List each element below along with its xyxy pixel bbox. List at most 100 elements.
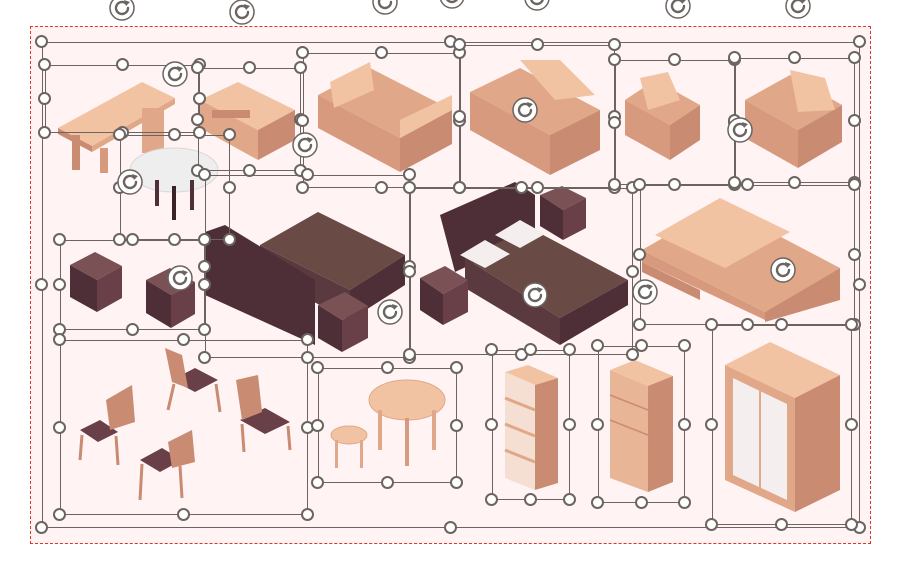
sofa-large-resize-handle-top[interactable] — [374, 46, 388, 59]
tv-stand-resize-handle-top-left[interactable] — [191, 61, 204, 74]
armchair-left-resize-handle-bottom[interactable] — [668, 178, 681, 191]
rotate-handle-icon[interactable] — [377, 299, 403, 325]
armchair-left-resize-handle-bottom-left[interactable] — [608, 178, 621, 191]
desk-resize-handle-bottom-right[interactable] — [193, 126, 206, 139]
armchair-left-resize-handle-top-left[interactable] — [608, 53, 621, 66]
sofa-large-bounding-box[interactable] — [303, 53, 460, 188]
dining-chairs-resize-handle-bottom[interactable] — [177, 508, 190, 521]
wardrobe-resize-handle-top[interactable] — [775, 318, 788, 331]
rotate-handle-icon[interactable] — [785, 0, 811, 19]
round-side-table-resize-handle-bottom-left[interactable] — [113, 233, 126, 246]
dining-table-set-resize-handle-bottom[interactable] — [380, 476, 394, 489]
dining-chairs-resize-handle-bottom-left[interactable] — [53, 508, 66, 521]
dining-table-set-resize-handle-bottom-right[interactable] — [450, 476, 463, 489]
rotate-handle-icon[interactable] — [770, 257, 796, 283]
group-resize-handle-right[interactable] — [853, 278, 866, 291]
bookshelf-resize-handle-top-right[interactable] — [563, 343, 576, 356]
round-side-table-resize-handle-bottom[interactable] — [168, 233, 181, 246]
armchair-left-resize-handle-left[interactable] — [608, 115, 621, 129]
dining-chairs-resize-handle-top[interactable] — [177, 333, 190, 346]
round-side-table-resize-handle-top-left[interactable] — [113, 128, 126, 141]
loveseat-resize-handle-bottom[interactable] — [530, 181, 544, 194]
dining-chairs-resize-handle-bottom-right[interactable] — [301, 508, 314, 521]
armchair-left-bounding-box[interactable] — [615, 60, 735, 185]
rotate-handle-icon[interactable] — [522, 282, 548, 308]
double-bed-resize-handle-right[interactable] — [626, 264, 639, 278]
round-side-table-resize-handle-top-right[interactable] — [223, 128, 236, 141]
wardrobe-resize-handle-bottom-left[interactable] — [705, 518, 718, 531]
rotate-handle-icon[interactable] — [372, 0, 398, 15]
wardrobe-resize-handle-bottom-right[interactable] — [845, 518, 858, 531]
sofa-large-resize-handle-left[interactable] — [296, 113, 309, 127]
loveseat-resize-handle-top-left[interactable] — [453, 38, 466, 51]
rotate-handle-icon[interactable] — [117, 169, 143, 195]
bed-with-nightstands-resize-handle-bottom[interactable] — [300, 351, 314, 364]
armchair-right-resize-handle-bottom-left[interactable] — [728, 176, 741, 189]
rotate-handle-icon[interactable] — [727, 117, 753, 143]
armchair-left-resize-handle-top[interactable] — [668, 53, 681, 66]
rotate-handle-icon[interactable] — [632, 279, 658, 305]
bookshelf-resize-handle-bottom-left[interactable] — [485, 493, 498, 506]
bookshelf-resize-handle-top-left[interactable] — [485, 343, 498, 356]
tv-stand-resize-handle-left[interactable] — [191, 112, 204, 126]
corner-sofa-resize-handle-bottom[interactable] — [740, 318, 754, 331]
tv-stand-resize-handle-top[interactable] — [242, 61, 256, 74]
dining-table-set-resize-handle-top[interactable] — [380, 361, 394, 374]
sofa-large-resize-handle-top-left[interactable] — [296, 46, 309, 59]
dining-table-set-resize-handle-left[interactable] — [311, 418, 324, 432]
corner-sofa-resize-handle-left[interactable] — [633, 248, 646, 261]
rotate-handle-icon[interactable] — [109, 0, 135, 21]
group-resize-handle-left[interactable] — [35, 278, 48, 291]
armchair-right-resize-handle-right[interactable] — [848, 113, 861, 127]
dining-chairs-resize-handle-top-left[interactable] — [53, 333, 66, 346]
dresser-resize-handle-bottom[interactable] — [634, 496, 648, 509]
corner-sofa-resize-handle-right[interactable] — [848, 248, 861, 261]
bed-with-nightstands-resize-handle-top-right[interactable] — [403, 168, 416, 181]
desk-resize-handle-left[interactable] — [38, 92, 51, 105]
dresser-resize-handle-left[interactable] — [591, 417, 604, 431]
dresser-resize-handle-bottom-right[interactable] — [678, 496, 691, 509]
corner-sofa-resize-handle-top-right[interactable] — [848, 178, 861, 191]
sofa-large-resize-handle-bottom-left[interactable] — [296, 181, 309, 194]
corner-sofa-bounding-box[interactable] — [640, 185, 855, 325]
nightstand-single-resize-handle-bottom[interactable] — [125, 323, 139, 336]
wardrobe-resize-handle-top-left[interactable] — [705, 318, 718, 331]
rotate-handle-icon[interactable] — [439, 0, 465, 9]
armchair-right-resize-handle-top-left[interactable] — [728, 51, 741, 64]
dining-table-set-resize-handle-bottom-left[interactable] — [311, 476, 324, 489]
bookshelf-bounding-box[interactable] — [492, 350, 570, 500]
nightstand-single-resize-handle-top-right[interactable] — [198, 233, 211, 246]
dresser-resize-handle-top-left[interactable] — [591, 339, 604, 352]
bookshelf-resize-handle-right[interactable] — [563, 418, 576, 431]
double-bed-resize-handle-top[interactable] — [514, 181, 528, 194]
bed-with-nightstands-bounding-box[interactable] — [205, 175, 410, 358]
group-resize-handle-top-left[interactable] — [35, 35, 48, 48]
round-side-table-resize-handle-bottom-right[interactable] — [223, 233, 236, 246]
round-side-table-resize-handle-top[interactable] — [168, 128, 181, 141]
dresser-resize-handle-top[interactable] — [634, 339, 648, 352]
desk-resize-handle-right[interactable] — [193, 92, 206, 105]
armchair-right-bounding-box[interactable] — [735, 58, 855, 183]
rotate-handle-icon[interactable] — [665, 0, 691, 19]
dining-table-set-bounding-box[interactable] — [318, 368, 457, 483]
rotate-handle-icon[interactable] — [162, 61, 188, 87]
rotate-handle-icon[interactable] — [512, 97, 538, 123]
loveseat-resize-handle-top[interactable] — [530, 38, 544, 51]
dresser-resize-handle-right[interactable] — [678, 417, 691, 431]
group-resize-handle-top-right[interactable] — [853, 35, 866, 48]
nightstand-single-resize-handle-top[interactable] — [125, 233, 139, 246]
loveseat-resize-handle-top-right[interactable] — [608, 38, 621, 51]
bed-with-nightstands-resize-handle-top[interactable] — [300, 168, 314, 181]
dresser-bounding-box[interactable] — [598, 346, 685, 503]
desk-resize-handle-top[interactable] — [115, 58, 129, 71]
tv-stand-resize-handle-bottom[interactable] — [242, 164, 256, 177]
rotate-handle-icon[interactable] — [229, 0, 255, 25]
bed-with-nightstands-resize-handle-top-left[interactable] — [198, 168, 211, 181]
double-bed-resize-handle-bottom-left[interactable] — [403, 348, 416, 361]
bookshelf-resize-handle-bottom[interactable] — [524, 493, 537, 506]
dresser-resize-handle-top-right[interactable] — [678, 339, 691, 352]
dining-chairs-bounding-box[interactable] — [60, 340, 308, 515]
dining-table-set-resize-handle-top-right[interactable] — [450, 361, 463, 374]
nightstand-single-resize-handle-right[interactable] — [198, 278, 211, 291]
dresser-resize-handle-bottom-left[interactable] — [591, 496, 604, 509]
